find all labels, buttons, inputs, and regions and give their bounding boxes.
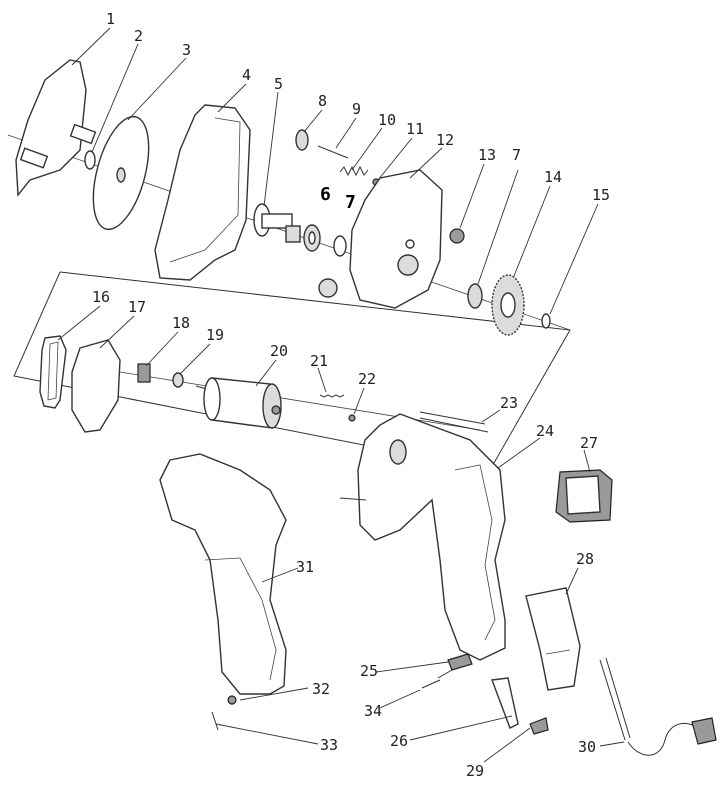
part-22-spring <box>348 414 356 422</box>
part-24-main-housing <box>339 413 506 661</box>
part-9-pin <box>317 145 349 159</box>
part-34-screws <box>421 669 453 689</box>
label-15: 15 <box>592 186 610 204</box>
label-8: 8 <box>318 92 327 110</box>
part-19-washer <box>172 372 184 388</box>
label-32: 32 <box>312 680 330 698</box>
label-33: 33 <box>320 736 338 754</box>
label-13: 13 <box>478 146 496 164</box>
label-27: 27 <box>580 434 598 452</box>
label-22: 22 <box>358 370 376 388</box>
label-10: 10 <box>378 111 396 129</box>
label-23: 23 <box>500 394 518 412</box>
part-7-bearing <box>333 235 483 309</box>
part-housing-knob <box>318 278 338 298</box>
part-13-cam <box>449 228 465 244</box>
label-21: 21 <box>310 352 328 370</box>
label-14: 14 <box>544 168 562 186</box>
label-1: 1 <box>106 10 115 28</box>
part-17-belt-cover <box>71 339 121 433</box>
part-8-washer <box>295 129 309 151</box>
part-33-screw <box>211 711 219 731</box>
part-18-pulley <box>137 363 151 383</box>
label-31: 31 <box>296 558 314 576</box>
part-3-saw-blade <box>92 115 150 231</box>
part-28-capacitor <box>525 587 581 691</box>
part-5-spindle <box>253 203 301 243</box>
label-24: 24 <box>536 422 554 440</box>
label-18: 18 <box>172 314 190 332</box>
label-12: 12 <box>436 131 454 149</box>
label-9: 9 <box>352 100 361 118</box>
part-6-bearing <box>303 224 321 252</box>
part-10-spring <box>339 165 369 177</box>
part-12-gear-housing <box>349 169 443 309</box>
part-31-handle-cover <box>159 453 287 695</box>
label-17: 17 <box>128 298 146 316</box>
part-4-blade-cover <box>154 104 251 281</box>
label-30: 30 <box>578 738 596 756</box>
label-16: 16 <box>92 288 110 306</box>
part-26-cable-sleeve <box>491 677 519 729</box>
label-5: 5 <box>274 75 283 93</box>
part-21-screw <box>319 394 345 398</box>
part-14-gear <box>491 274 525 336</box>
part-2-washer <box>84 150 96 170</box>
label-20: 20 <box>270 342 288 360</box>
part-32-nut <box>227 695 237 705</box>
label-7b: 7 <box>512 146 521 164</box>
label-6: 6 <box>320 184 331 205</box>
label-28: 28 <box>576 550 594 568</box>
label-34: 34 <box>364 702 382 720</box>
label-29: 29 <box>466 762 484 780</box>
part-16-belt <box>39 335 67 409</box>
label-11: 11 <box>406 120 424 138</box>
part-23-wires <box>419 411 489 433</box>
label-7a: 7 <box>345 192 356 213</box>
leader-lines <box>57 27 625 763</box>
label-4: 4 <box>242 66 251 84</box>
part-30-power-cord <box>599 657 717 756</box>
label-3: 3 <box>182 41 191 59</box>
label-19: 19 <box>206 326 224 344</box>
part-20-motor <box>195 377 282 429</box>
label-25: 25 <box>360 662 378 680</box>
part-25-switch-plate <box>447 653 473 671</box>
part-1-blade-guard <box>15 59 97 197</box>
part-29-cable-clip <box>529 717 549 735</box>
part-27-switch <box>555 469 613 523</box>
label-2: 2 <box>134 27 143 45</box>
part-15-circlip <box>541 313 551 329</box>
label-26: 26 <box>390 732 408 750</box>
